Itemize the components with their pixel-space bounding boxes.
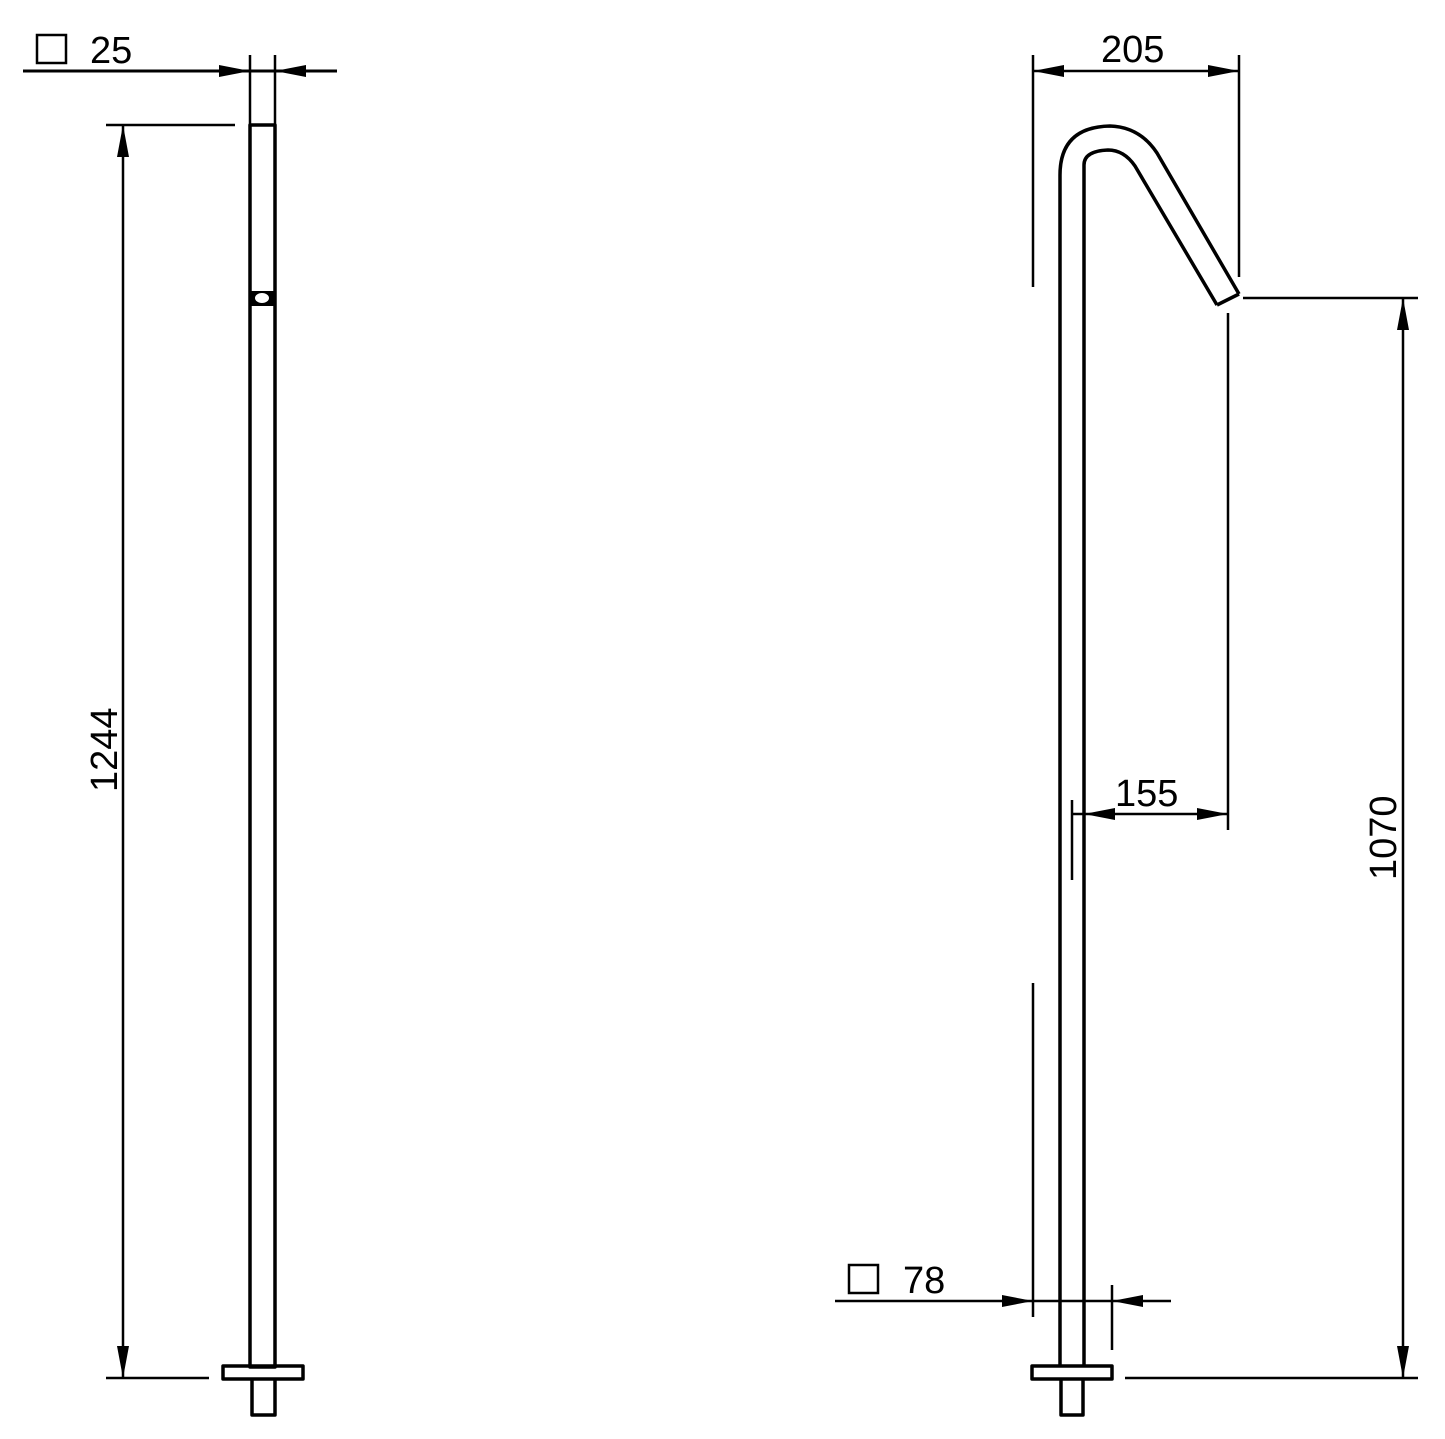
spout-column [1030,124,1241,1417]
side-view: 25 1244 [23,30,337,1417]
label-square-25: 25 [90,30,132,72]
label-base-78: 78 [903,1260,945,1302]
dimension-base-78: 78 [835,983,1171,1350]
dimension-height-1244: 1244 [84,123,235,1380]
label-reach-205: 205 [1101,29,1164,71]
label-offset-155: 155 [1115,773,1178,815]
column-side [221,123,305,1417]
square-symbol-icon [847,1263,880,1295]
dimension-offset-155: 155 [1070,313,1230,880]
dimension-height-1070: 1070 [1125,296,1418,1380]
front-view: 205 155 [835,29,1418,1417]
square-symbol-icon [35,33,68,65]
label-height-1244: 1244 [84,707,126,792]
dimension-reach-205: 205 [1031,29,1241,287]
label-height-1070: 1070 [1363,795,1405,880]
dimension-square-25: 25 [23,30,337,125]
